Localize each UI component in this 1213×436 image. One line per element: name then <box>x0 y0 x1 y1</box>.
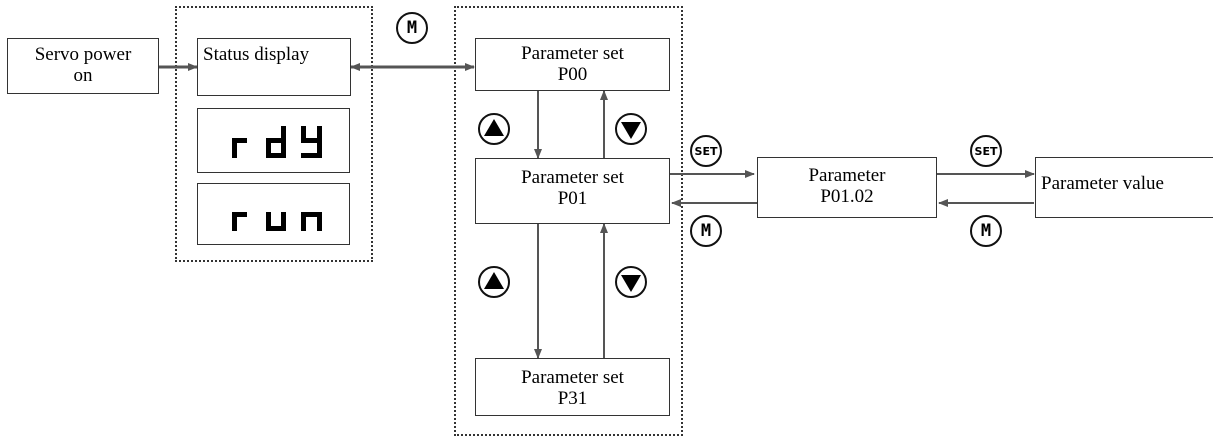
set-button-1: SET <box>690 135 722 167</box>
p01-line1: Parameter set <box>521 167 624 188</box>
parameter-set-p31-box: Parameter set P31 <box>475 358 670 416</box>
mode-button-top-label: M <box>406 18 418 38</box>
mode-button-2-label: M <box>980 221 992 241</box>
mode-button-2: M <box>970 215 1002 247</box>
parameter-line2: P01.02 <box>820 186 874 207</box>
down-button-lower <box>615 266 647 298</box>
servo-power-on-line2: on <box>73 65 93 86</box>
parameter-p01-02-box: Parameter P01.02 <box>757 157 937 218</box>
p31-line2: P31 <box>557 388 588 409</box>
lcd-run-display <box>197 183 350 245</box>
seven-segment-run-icon <box>232 212 322 231</box>
set-button-2: SET <box>970 135 1002 167</box>
parameter-value-label: Parameter value <box>1041 173 1164 194</box>
servo-power-on-box: Servo power on <box>7 38 159 94</box>
status-group-frame <box>175 6 373 262</box>
p00-line1: Parameter set <box>521 43 624 64</box>
mode-button-1-label: M <box>700 221 712 241</box>
lcd-rdy-display <box>197 108 350 173</box>
status-display-label: Status display <box>203 44 310 65</box>
seven-segment-rdy-icon <box>232 126 322 158</box>
up-triangle-icon <box>484 119 504 136</box>
p31-line1: Parameter set <box>521 367 624 388</box>
mode-button-1: M <box>690 215 722 247</box>
parameter-set-p01-box: Parameter set P01 <box>475 158 670 224</box>
down-triangle-icon <box>621 122 641 139</box>
servo-power-on-line1: Servo power <box>34 44 132 65</box>
mode-button-top: M <box>396 12 428 44</box>
p00-line2: P00 <box>557 64 588 85</box>
down-button-upper <box>615 113 647 145</box>
parameter-set-p00-box: Parameter set P00 <box>475 38 670 91</box>
set-button-2-label: SET <box>974 144 998 158</box>
up-button-lower <box>478 266 510 298</box>
parameter-line1: Parameter <box>808 165 886 186</box>
set-button-1-label: SET <box>694 144 718 158</box>
parameter-value-box: Parameter value <box>1035 157 1213 218</box>
up-triangle-icon <box>484 272 504 289</box>
up-button-upper <box>478 113 510 145</box>
p01-line2: P01 <box>557 188 588 209</box>
down-triangle-icon <box>621 275 641 292</box>
status-display-box: Status display <box>197 38 351 96</box>
